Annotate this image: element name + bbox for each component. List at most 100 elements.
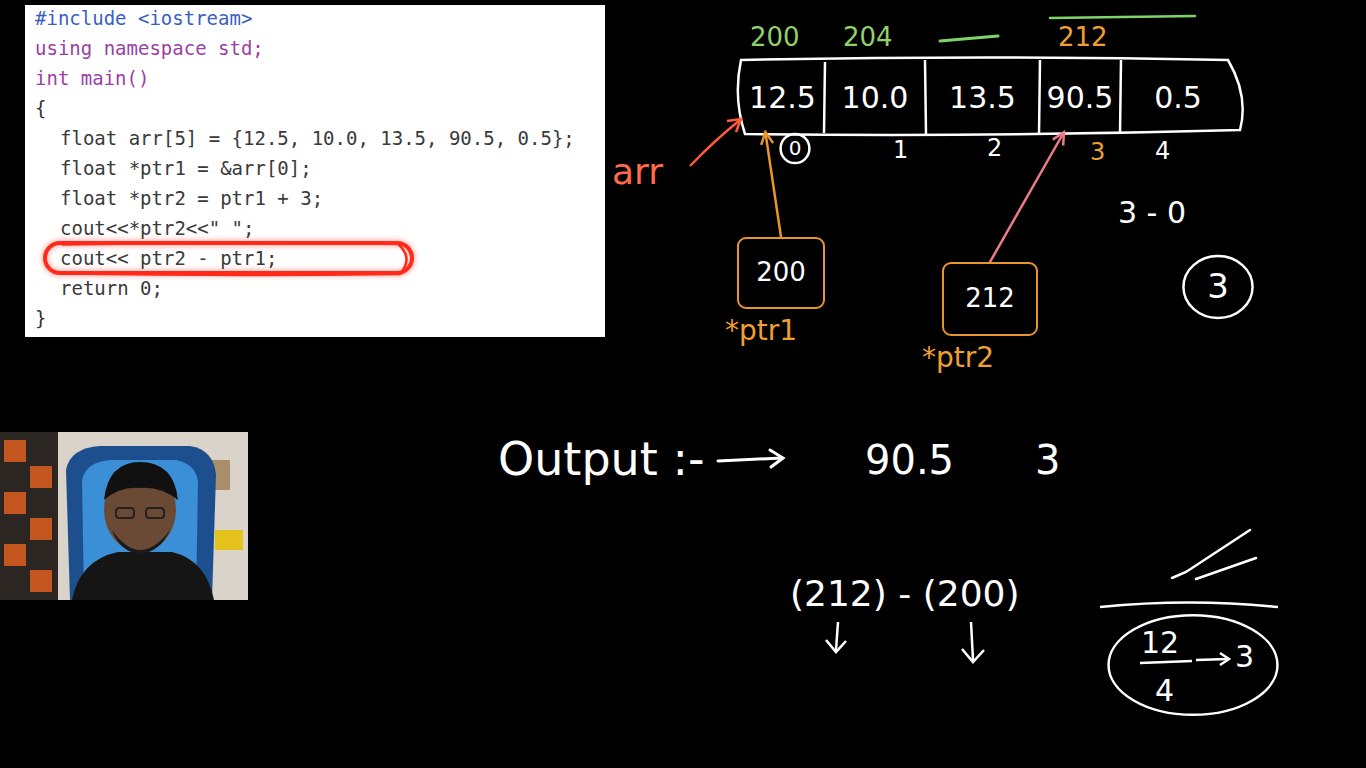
code-line-holder: int main()	[35, 63, 149, 93]
array-cell: 12.5	[740, 63, 825, 133]
index-circle-ring	[781, 134, 810, 163]
address-value: 200	[756, 258, 806, 288]
result-arrowhead	[1220, 653, 1229, 665]
code-line-holder: using namespace std;	[35, 33, 264, 63]
address-overline	[1050, 16, 1195, 18]
cell-value: 12.5	[749, 81, 816, 116]
index-number: 2	[987, 134, 1002, 163]
underline	[1100, 603, 1278, 608]
index-number: 4	[1155, 137, 1170, 166]
index-difference-holder: 3 - 0	[1118, 195, 1186, 231]
result-circle-outline	[1105, 612, 1281, 718]
code-line: float *ptr2 = ptr1 + 3;	[60, 183, 323, 213]
address-label: 212	[1058, 22, 1108, 53]
address-dash	[940, 36, 998, 41]
cell-divider	[1039, 60, 1040, 134]
address-label-holder: 204	[843, 22, 893, 53]
result-circle-ring	[1109, 615, 1278, 715]
highlight-scribble	[60, 243, 407, 275]
result-circle: 12 4 3	[1105, 612, 1281, 718]
code-line: float *ptr1 = &arr[0];	[60, 153, 312, 183]
down-arrow	[971, 622, 973, 660]
cell-divider	[1120, 60, 1121, 133]
pointer-box: 200*ptr1	[737, 237, 825, 309]
down-arrowhead	[962, 649, 984, 662]
output-value-holder: 90.5	[865, 436, 954, 484]
quotient: 3	[1235, 640, 1254, 675]
cell-divider	[824, 62, 825, 133]
output-arrowhead	[770, 450, 783, 467]
index-number: 0	[789, 137, 802, 160]
highlight-glow	[45, 243, 412, 273]
output-heading: Output :-	[498, 432, 705, 487]
output-value: 3	[1035, 436, 1060, 484]
index-number-holder: 1	[893, 136, 908, 165]
address-value: 212	[965, 284, 1015, 314]
pointer-name: *ptr1	[725, 315, 797, 347]
numerator: 12	[1141, 626, 1179, 661]
pointer-name: *ptr2	[922, 342, 994, 374]
index-difference: 3 - 0	[1118, 195, 1186, 231]
down-arrow	[836, 622, 838, 650]
code-line: #include <iostream>	[35, 3, 252, 33]
down-arrowhead	[826, 640, 846, 652]
address-label: 204	[843, 22, 893, 53]
code-line-holder: float *ptr2 = ptr1 + 3;	[60, 183, 323, 213]
answer-circle: 3	[1182, 254, 1254, 320]
code-line: cout<< ptr2 - ptr1;	[60, 243, 277, 273]
code-line: int main()	[35, 63, 149, 93]
code-line-holder: cout<<*ptr2<<" ";	[60, 213, 254, 243]
output-value: 90.5	[865, 436, 954, 484]
array-cell: 10.0	[825, 63, 925, 133]
output-value-holder: 3	[1035, 436, 1060, 484]
code-line: }	[35, 303, 46, 333]
array-cell: 0.5	[1121, 63, 1235, 133]
code-line-holder: float arr[5] = {12.5, 10.0, 13.5, 90.5, …	[60, 123, 575, 153]
webcam-inset	[0, 432, 248, 600]
check-mark	[1196, 558, 1256, 579]
arr-arrow	[690, 120, 740, 166]
arr-arrowhead	[727, 119, 741, 132]
code-line: using namespace std;	[35, 33, 264, 63]
array-name-holder: arr	[612, 150, 663, 193]
fraction-bar	[1140, 661, 1192, 663]
output-arrow	[718, 458, 782, 461]
highlight-scribble	[45, 243, 412, 273]
array-cell: 13.5	[926, 63, 1039, 133]
check-mark	[1172, 530, 1250, 578]
pointer-box: 212*ptr2	[942, 262, 1038, 336]
array-outline	[738, 58, 1243, 135]
code-line-holder: #include <iostream>	[35, 3, 252, 33]
answer-number: 3	[1207, 267, 1229, 306]
code-line-holder: return 0;	[60, 273, 163, 303]
code-line-holder: }	[35, 303, 46, 333]
address-label-holder: 200	[750, 22, 800, 53]
index-number-holder: 3	[1090, 138, 1105, 167]
answer-circle-ring	[1183, 256, 1252, 318]
address-subtraction: (212) - (200)	[790, 572, 1019, 615]
index-number-holder: 2	[987, 134, 1002, 163]
code-line-holder: cout<< ptr2 - ptr1;	[60, 243, 277, 273]
cell-value: 10.0	[842, 81, 909, 116]
cell-value: 13.5	[949, 81, 1016, 116]
result-arrow	[1196, 659, 1228, 660]
code-panel	[25, 5, 605, 337]
cell-value: 0.5	[1154, 81, 1202, 116]
code-line-holder: float *ptr1 = &arr[0];	[60, 153, 312, 183]
array-cell: 90.5	[1039, 63, 1122, 133]
cell-divider	[925, 60, 926, 134]
denominator: 4	[1155, 674, 1174, 709]
code-line-holder: {	[35, 93, 46, 123]
pointer-arrow	[766, 133, 782, 237]
array-name: arr	[612, 150, 663, 193]
index-circle: 0	[780, 133, 810, 164]
address-subtraction-holder: (212) - (200)	[790, 572, 1019, 615]
code-line: return 0;	[60, 273, 163, 303]
code-line: {	[35, 93, 46, 123]
cell-value: 90.5	[1047, 81, 1114, 116]
address-label-holder: 212	[1058, 22, 1108, 53]
index-number-holder: 4	[1155, 137, 1170, 166]
code-line: float arr[5] = {12.5, 10.0, 13.5, 90.5, …	[60, 123, 575, 153]
output-heading-holder: Output :-	[498, 432, 705, 487]
